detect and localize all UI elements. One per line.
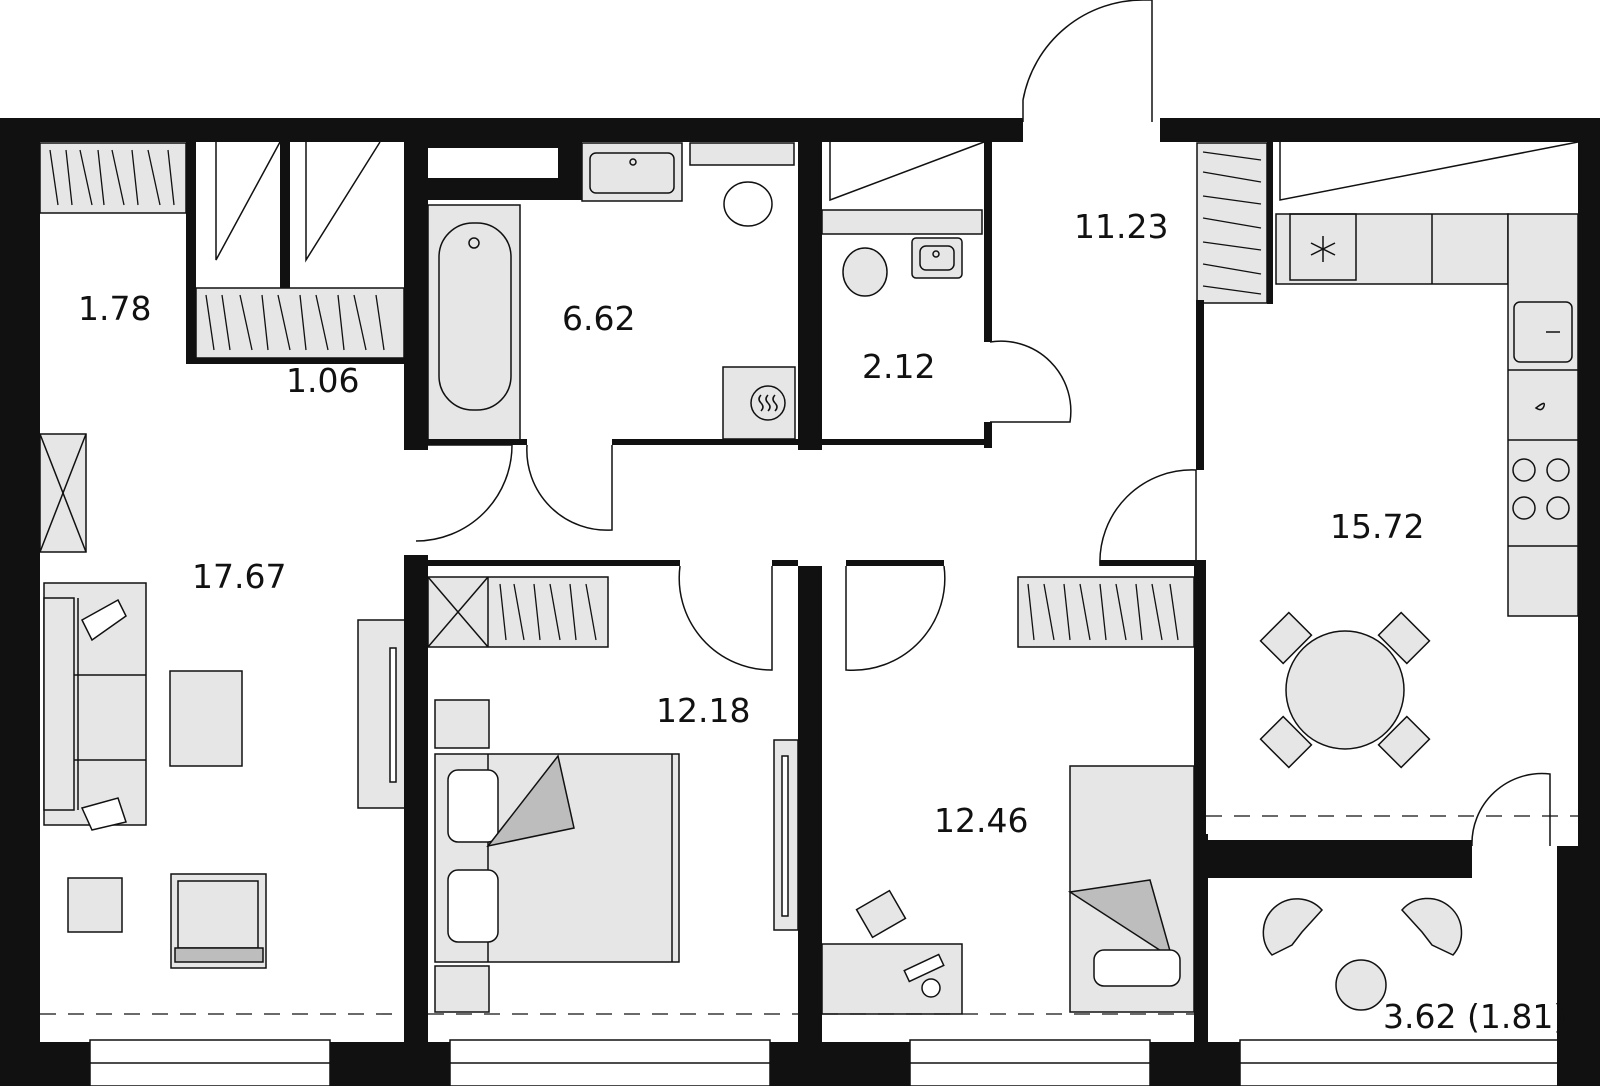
kitchen-counter xyxy=(1275,213,1509,285)
entrance-door xyxy=(1022,0,1153,122)
area-label-hallway: 11.23 xyxy=(1074,207,1168,246)
desk xyxy=(821,943,963,1015)
door-swing xyxy=(845,565,946,671)
dining-table xyxy=(1285,630,1405,750)
door-swing xyxy=(1471,772,1551,847)
area-label-bedroom-1: 12.18 xyxy=(656,691,750,730)
bathtub xyxy=(427,204,521,443)
coffee-table xyxy=(169,670,243,767)
tv-stand xyxy=(357,619,407,809)
dining-chair xyxy=(1377,715,1431,769)
walls xyxy=(0,118,1600,1086)
kitchen-counter-side xyxy=(1507,213,1579,617)
area-label-bedroom-2: 12.46 xyxy=(934,801,1028,840)
side-table xyxy=(67,877,123,933)
area-label-closet: 1.06 xyxy=(286,361,359,400)
door-swing xyxy=(415,444,513,542)
area-label-toilet: 2.12 xyxy=(862,347,935,386)
area-label-balcony: 3.62 (1.81) xyxy=(1383,997,1566,1036)
balcony-chair xyxy=(1400,897,1463,956)
area-label-kitchen: 15.72 xyxy=(1330,507,1424,546)
nightstand xyxy=(434,965,490,1013)
area-label-living-room: 17.67 xyxy=(192,557,286,596)
toilet-shelf xyxy=(821,209,983,235)
balcony-chair xyxy=(1262,898,1324,956)
drop-icon xyxy=(1534,402,1546,411)
balcony-table xyxy=(1335,959,1387,1011)
heating-icon xyxy=(758,394,778,412)
door-swing xyxy=(989,340,1072,423)
area-label-bathroom: 6.62 xyxy=(562,299,635,338)
door-swing xyxy=(1099,469,1197,567)
area-label-wardrobe-corridor: 1.78 xyxy=(78,289,151,328)
toilet-tank xyxy=(689,142,795,166)
snowflake-icon xyxy=(1310,236,1336,262)
door-swing xyxy=(678,565,773,671)
shower-tray xyxy=(722,366,796,440)
door-swing xyxy=(526,444,613,531)
wardrobe xyxy=(1017,576,1195,648)
sofa-back xyxy=(43,597,75,811)
dining-chair xyxy=(1259,611,1313,665)
dining-chair xyxy=(1259,715,1313,769)
nightstand xyxy=(434,699,490,749)
dining-chair xyxy=(1377,611,1431,665)
wardrobe xyxy=(427,576,609,648)
